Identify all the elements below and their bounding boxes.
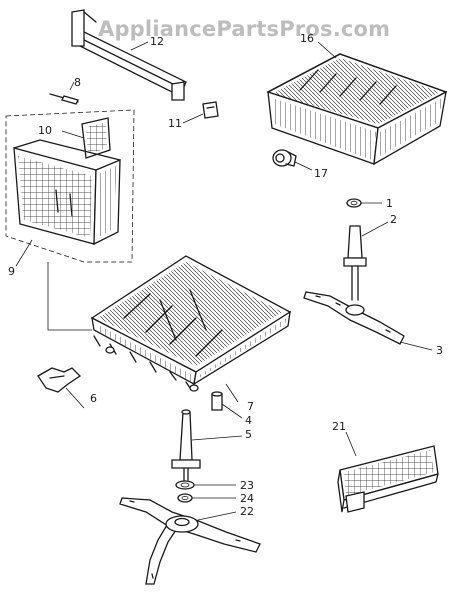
leader-4 [221, 403, 243, 419]
callout-4: 4 [245, 414, 252, 427]
leader-11 [182, 113, 204, 124]
callout-24: 24 [240, 492, 254, 505]
callout-1: 1 [386, 197, 393, 210]
lower-spray-tube-part [171, 409, 201, 481]
leader-7 [225, 383, 239, 403]
leader-17 [294, 161, 313, 171]
callout-7: 7 [247, 400, 254, 413]
callout-16: 16 [300, 32, 314, 45]
leader-10 [61, 130, 85, 139]
callout-5: 5 [245, 428, 252, 441]
leader-2 [361, 221, 389, 237]
leader-3 [399, 341, 433, 351]
basket-cover-part [81, 117, 111, 159]
callout-10: 10 [38, 124, 52, 137]
leader-6 [65, 387, 85, 409]
rail-clip-part [202, 101, 219, 119]
cutlery-basket-part [13, 139, 121, 246]
upper-spray-arm-part [303, 291, 405, 345]
callout-9: 9 [8, 265, 15, 278]
rack-clip-part [37, 367, 82, 393]
upper-rack-part [266, 53, 448, 166]
pin-part [49, 93, 79, 105]
leader-21 [345, 431, 357, 457]
leader-9 [15, 239, 33, 267]
leader-22 [197, 511, 237, 521]
leader-12 [130, 41, 149, 51]
callout-22: 22 [240, 505, 254, 518]
cutlery-basket-group-box [5, 109, 135, 263]
callout-6: 6 [90, 392, 97, 405]
callout-12: 12 [150, 35, 164, 48]
washer-part-1 [346, 198, 362, 208]
callout-23: 23 [240, 479, 254, 492]
side-basket-part [337, 445, 439, 513]
leader-5 [191, 435, 243, 441]
cylinder-part-4 [211, 391, 223, 411]
ring-part-23 [175, 480, 195, 490]
leader-8 [69, 81, 75, 91]
leader-16 [317, 41, 337, 59]
ring-part-24 [177, 493, 193, 503]
basket-to-rack-line [47, 262, 92, 331]
callout-8: 8 [74, 76, 81, 89]
callout-2: 2 [390, 213, 397, 226]
upper-spray-tube-part [343, 225, 367, 301]
callout-21: 21 [332, 420, 346, 433]
lower-spray-arm-part [119, 497, 261, 585]
callout-17: 17 [314, 167, 328, 180]
callout-11: 11 [168, 117, 182, 130]
rack-wheel-part [272, 149, 297, 167]
callout-3: 3 [436, 344, 443, 357]
rail-part [71, 9, 187, 101]
watermark-text: AppliancePartsPros.com [98, 17, 390, 41]
lower-rack-part [90, 255, 292, 392]
